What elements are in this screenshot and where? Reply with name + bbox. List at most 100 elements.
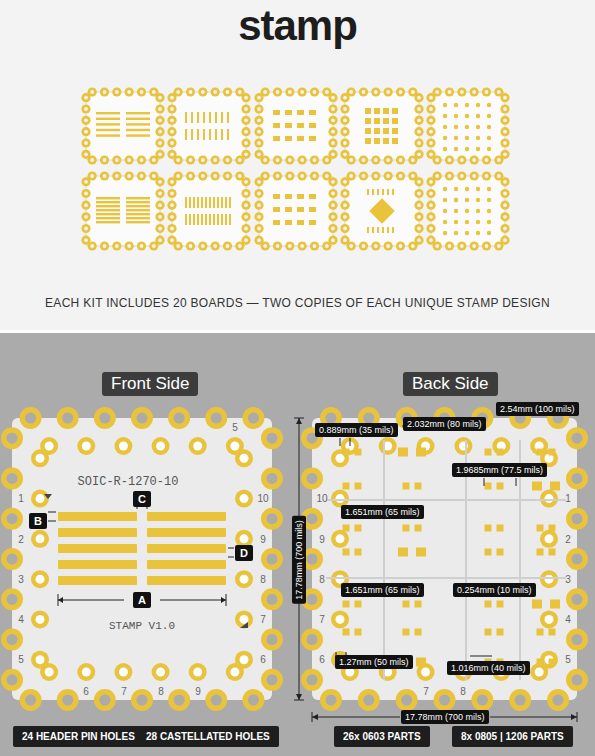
castellation <box>340 177 349 186</box>
board-detail <box>201 214 203 225</box>
castellation <box>155 189 164 198</box>
castellation <box>254 116 263 125</box>
castellation <box>167 177 176 186</box>
soic-pad <box>147 512 226 521</box>
board-detail <box>465 103 469 107</box>
castellation <box>167 150 176 159</box>
castellation <box>125 87 134 96</box>
pin-number: 8 <box>158 686 164 697</box>
board-detail <box>343 118 347 122</box>
castellation <box>500 236 509 245</box>
dimension-line <box>48 512 56 521</box>
castellated-hole <box>566 467 588 489</box>
castellation <box>500 201 509 210</box>
castellation <box>298 155 307 164</box>
board-detail <box>158 107 162 111</box>
pin-number: 7 <box>121 686 127 697</box>
header-pin-hole <box>31 570 49 588</box>
board-detail <box>7 594 18 605</box>
castellation <box>414 224 423 233</box>
smd-pad <box>550 482 560 491</box>
castellation <box>340 93 349 102</box>
board-detail <box>349 244 353 248</box>
board-detail <box>229 214 231 225</box>
smd-pad <box>355 525 362 532</box>
smd-pad <box>549 659 556 666</box>
smd-pad <box>550 600 560 609</box>
pin1-marker <box>44 494 52 499</box>
smd-pad <box>343 601 350 608</box>
board-detail <box>84 96 88 100</box>
castellation <box>285 241 294 250</box>
castellated-hole <box>261 548 283 570</box>
header-pin-hole <box>492 437 510 455</box>
board-detail <box>460 244 464 248</box>
board-detail <box>213 197 215 208</box>
pin-number: 8 <box>460 686 466 697</box>
board-detail <box>96 129 120 131</box>
castellation <box>414 104 423 113</box>
board-detail <box>297 194 304 199</box>
label-text: Front Side <box>111 374 189 394</box>
board-detail <box>226 174 230 178</box>
board-detail <box>392 138 398 144</box>
smd-pad <box>485 629 492 636</box>
board-detail <box>545 534 554 543</box>
dimension-label: 17.78mm (700 mils) <box>292 516 306 604</box>
board-detail <box>240 655 249 664</box>
board-detail <box>503 238 507 242</box>
board-detail <box>273 220 280 225</box>
label-text: 26x 0603 PARTS <box>343 731 421 742</box>
board-detail <box>374 158 378 162</box>
board-detail <box>197 197 199 208</box>
board-detail <box>140 244 144 248</box>
castellated-hole <box>261 669 283 691</box>
smd-pad <box>398 448 408 457</box>
board-detail <box>244 141 248 145</box>
castellated-hole <box>566 669 588 691</box>
castellation <box>167 224 176 233</box>
board-detail <box>443 114 447 118</box>
castellation <box>186 155 195 164</box>
board-detail <box>193 197 195 208</box>
board-detail <box>257 215 261 219</box>
castellation <box>112 87 121 96</box>
smd-pad <box>415 601 422 608</box>
board-detail <box>170 180 174 184</box>
pin-number: 5 <box>232 422 238 433</box>
board-detail <box>383 128 389 134</box>
dimension-arrow <box>296 418 577 720</box>
board-detail <box>487 125 491 129</box>
castellation <box>426 212 435 221</box>
board-detail <box>273 123 280 128</box>
photo-ground <box>0 0 595 330</box>
dimension-label: 0.254mm (10 mils) <box>453 583 536 597</box>
board-detail <box>115 158 119 162</box>
castellated-hole <box>471 689 493 711</box>
smd-pad <box>403 601 410 608</box>
castellation <box>371 171 380 180</box>
board-detail <box>238 158 242 162</box>
board-detail <box>96 209 120 211</box>
board-detail <box>429 107 433 111</box>
board-detail <box>487 187 491 191</box>
board-detail <box>185 112 187 123</box>
castellation <box>328 224 337 233</box>
dimension-label: 1.27mm (50 mils) <box>335 655 413 669</box>
board-detail <box>476 136 480 140</box>
board-detail <box>90 244 94 248</box>
board-detail <box>127 244 131 248</box>
board-detail <box>417 215 421 219</box>
castellation <box>426 127 435 136</box>
castellation <box>81 104 90 113</box>
board-detail <box>487 147 491 151</box>
board-detail <box>189 158 193 162</box>
board-detail <box>300 244 304 248</box>
board-detail <box>309 123 316 128</box>
board-detail <box>454 220 458 224</box>
castellation <box>241 150 250 159</box>
board-detail <box>448 244 452 248</box>
board-detail <box>443 187 447 191</box>
board-detail <box>140 174 144 178</box>
smd-pad <box>485 525 492 532</box>
